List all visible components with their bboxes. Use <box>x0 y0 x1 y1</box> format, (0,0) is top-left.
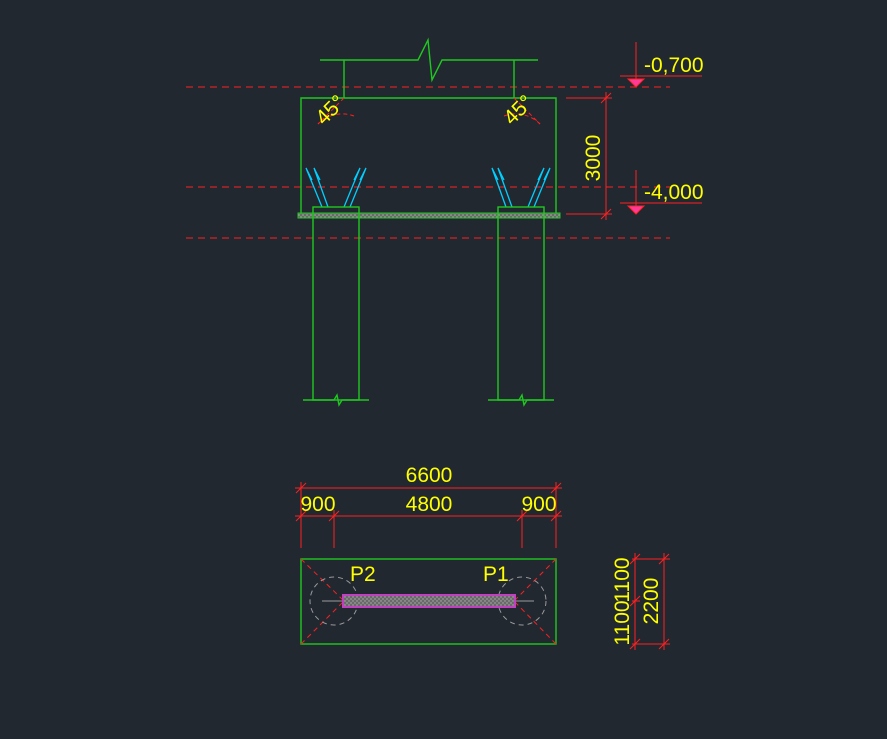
level-label-bottom: -4,000 <box>644 181 704 204</box>
pile-right-elevation <box>488 206 554 407</box>
dimension-right-label: 900 <box>521 493 556 516</box>
level-label-top: -0,700 <box>644 54 704 77</box>
pile-label-p2: P2 <box>350 563 376 586</box>
dimension-overall <box>295 482 562 548</box>
top-beam <box>320 37 538 98</box>
excavation-outline <box>300 97 557 214</box>
dimension-width <box>629 553 670 650</box>
pile-label-p1: P1 <box>483 563 509 586</box>
level-marker-top <box>620 42 702 88</box>
level-marker-bottom <box>620 170 702 215</box>
dimension-height <box>566 92 612 220</box>
dimension-segments <box>295 510 562 548</box>
pile-left-elevation <box>303 206 369 407</box>
dimension-half-bottom-label: 1100 <box>611 600 634 645</box>
angle-marks <box>317 97 541 125</box>
plan-slab <box>342 594 516 608</box>
rebar-right <box>491 167 551 208</box>
dimension-center-label: 4800 <box>406 493 453 516</box>
level-lines <box>186 86 670 239</box>
dimension-half-top-label: 1100 <box>611 557 634 602</box>
dimension-left-label: 900 <box>300 493 335 516</box>
pile-cap-outline <box>300 558 557 645</box>
slab <box>297 212 561 219</box>
rebar-left <box>305 167 367 208</box>
angle-label-right: 45° <box>499 91 538 130</box>
dimension-height-label: 3000 <box>582 135 605 182</box>
dimension-overall-label: 6600 <box>406 464 453 487</box>
dimension-width-label: 2200 <box>640 578 663 625</box>
plan-view: 6600 900 4800 900 <box>295 464 670 650</box>
elevation-view: 45° 45° <box>186 37 704 407</box>
